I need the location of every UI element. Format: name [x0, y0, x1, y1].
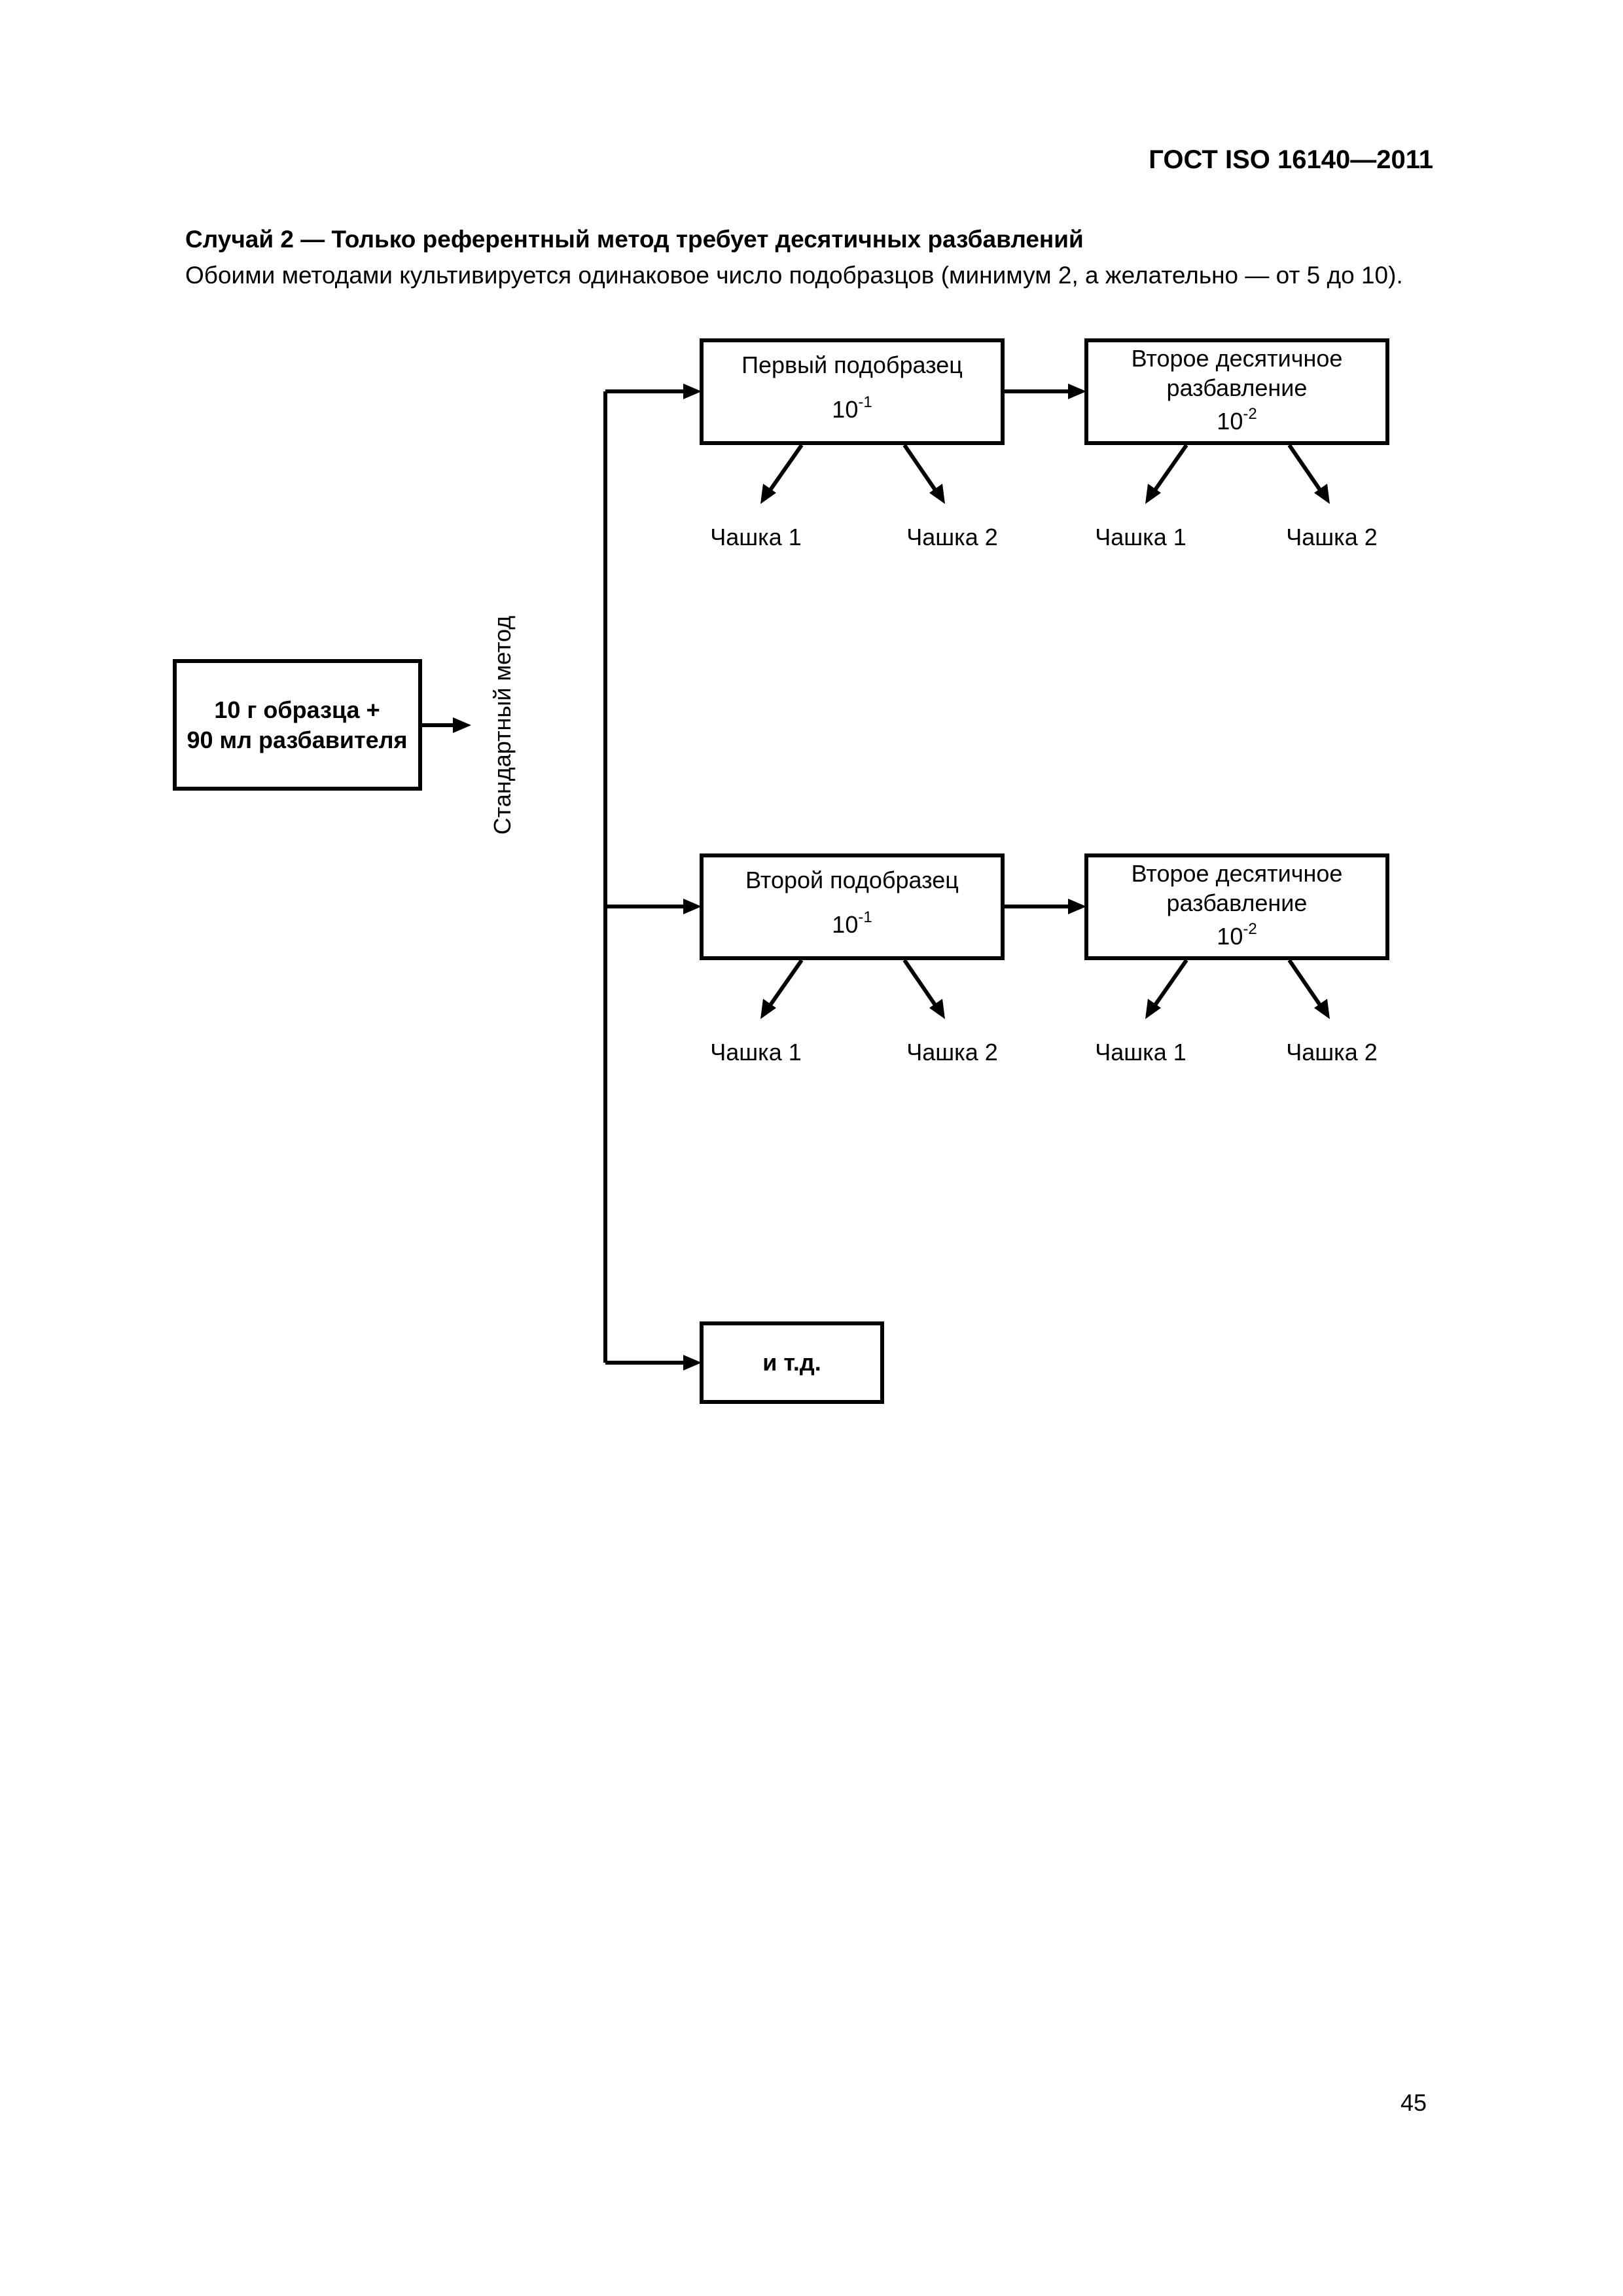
- row2-dish-3: Чашка 1: [1095, 1039, 1186, 1066]
- row2-dish-4: Чашка 2: [1286, 1039, 1377, 1066]
- subsample-label: Второй подобразец: [745, 867, 959, 893]
- row2-subsample-to-dilution-arrow: [1003, 899, 1086, 914]
- dilution-value: 10-2: [1217, 405, 1257, 435]
- row1-subsample-to-dilution-arrow: [1003, 384, 1086, 399]
- case-subtitle: Обоими методами культивируется одинаково…: [185, 262, 1403, 289]
- row1-dish-3: Чашка 1: [1095, 524, 1186, 550]
- subsample-box-row1: Первый подобразец 10-1: [700, 338, 1005, 445]
- dilution-box-row1: Второе десятичное разбавление 10-2: [1084, 338, 1389, 445]
- source-box-line1: 10 г образца +: [214, 696, 380, 723]
- row1-dish-4: Чашка 2: [1286, 524, 1377, 550]
- dilution-line1: Второе десятичное: [1132, 860, 1343, 887]
- row2-dish-arrows: [760, 959, 1330, 1019]
- document-id: ГОСТ ISO 16140—2011: [1149, 145, 1433, 174]
- source-to-method-arrow: [420, 717, 471, 733]
- row2-dish-1: Чашка 1: [710, 1039, 801, 1066]
- etc-label: и т.д.: [762, 1349, 821, 1376]
- source-box-line2: 90 мл разбавителя: [187, 726, 407, 753]
- subsample-label: Первый подобразец: [741, 351, 963, 378]
- dilution-line1: Второе десятичное: [1132, 345, 1343, 372]
- branch-arrow-etc: [605, 1355, 702, 1371]
- method-label: Стандартный метод: [489, 616, 516, 835]
- source-box: 10 г образца + 90 мл разбавителя: [173, 659, 422, 791]
- row2-dish-2: Чашка 2: [906, 1039, 997, 1066]
- dilution-line2: разбавление: [1167, 374, 1308, 401]
- branch-arrow-row1: [605, 384, 702, 399]
- row1-dish-2: Чашка 2: [906, 524, 997, 550]
- dilution-box-row2: Второе десятичное разбавление 10-2: [1084, 853, 1389, 960]
- row1-dish-1: Чашка 1: [710, 524, 801, 550]
- subsample-box-row2: Второй подобразец 10-1: [700, 853, 1005, 960]
- page-number: 45: [1400, 2089, 1427, 2116]
- row1-dish-arrows: [760, 444, 1330, 504]
- branch-arrow-row2: [605, 899, 702, 914]
- subsample-dilution: 10-1: [832, 908, 872, 938]
- dilution-value: 10-2: [1217, 920, 1257, 950]
- dilution-line2: разбавление: [1167, 889, 1308, 916]
- case-title: Случай 2 — Только референтный метод треб…: [185, 226, 1084, 253]
- subsample-dilution: 10-1: [832, 393, 872, 423]
- etc-box: и т.д.: [700, 1321, 884, 1404]
